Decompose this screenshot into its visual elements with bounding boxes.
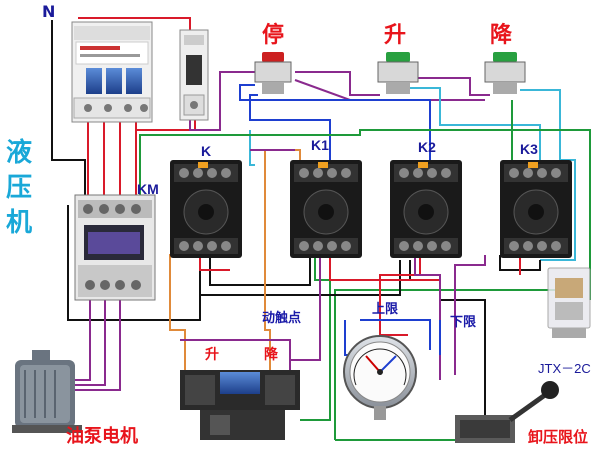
label-upper-limit: 上限 [372,302,399,317]
label-machine-3: 机 [6,208,33,238]
label-relay-k3: K3 [520,141,538,157]
label-stop: 停 [262,22,285,48]
relay-module-icon [547,267,591,338]
label-machine-1: 液 [6,138,33,168]
wire-neutral [51,20,86,198]
small-breaker-icon [179,29,209,121]
up-button-icon [377,52,419,94]
label-unload-limit: 卸压限位 [528,428,589,446]
label-km: KM [137,181,159,197]
label-valve-down: 降 [264,347,278,363]
relay-socket-icon [170,160,572,258]
label-machine-2: 压 [6,173,33,203]
label-up: 升 [384,22,407,48]
label-down: 降 [490,22,513,48]
down-button-icon [484,52,526,94]
label-lower-limit: 下限 [450,315,477,330]
label-relay-k2: K2 [418,139,436,155]
label-motor: 油泵电机 [66,426,138,447]
label-neutral: N [42,2,56,21]
motor-icon [12,350,82,433]
label-relay-model: JTX－2C [538,361,591,376]
stop-button-icon [254,52,292,94]
contactor-icon [74,194,156,301]
label-valve-up: 升 [205,347,219,363]
label-relay-k1: K1 [311,137,329,153]
limit-switch-icon [455,381,559,443]
circuit-breaker-icon [71,21,153,123]
label-relay-k: K [201,143,212,159]
solenoid-valve-icon [180,370,300,440]
label-moving-contact: 动触点 [262,311,302,326]
pressure-gauge-icon [343,335,417,420]
